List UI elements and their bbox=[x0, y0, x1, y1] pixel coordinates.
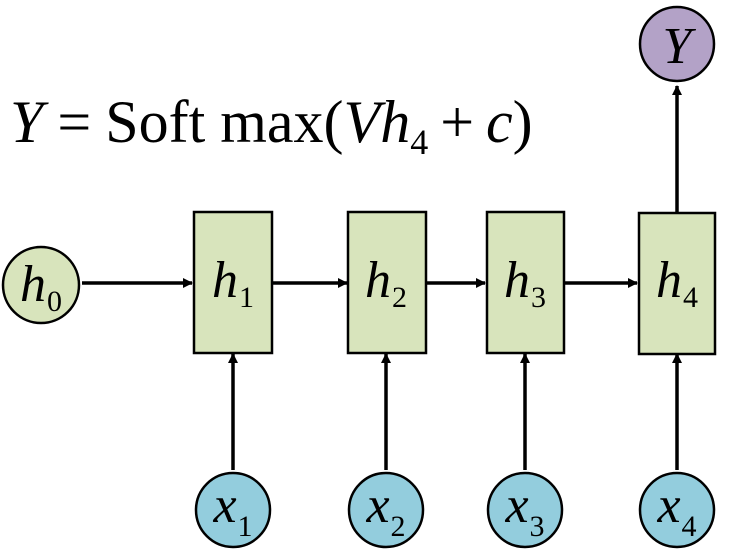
node-x3: x3 bbox=[486, 471, 564, 549]
node-x3-label: x3 bbox=[504, 477, 544, 543]
node-x4: x4 bbox=[638, 471, 716, 549]
node-h0-circle bbox=[1, 245, 81, 325]
node-h4: h4 bbox=[637, 211, 717, 356]
node-x4-circle bbox=[638, 471, 716, 549]
node-h2: h2 bbox=[346, 210, 428, 355]
formula-h-sub: 4 bbox=[410, 122, 428, 162]
node-h2-box bbox=[346, 210, 428, 355]
formula-c: c bbox=[486, 89, 513, 155]
node-h4-label: h4 bbox=[656, 252, 698, 314]
formula-h: h bbox=[380, 89, 410, 155]
formula: Y=Soft max(Vh4 +c) bbox=[10, 89, 533, 162]
node-h1-label: h1 bbox=[212, 252, 254, 314]
node-x2-circle bbox=[347, 471, 425, 549]
node-h2-label: h2 bbox=[365, 252, 407, 314]
node-y-label: Y bbox=[663, 18, 697, 75]
node-h3-label: h3 bbox=[504, 252, 546, 314]
node-h1-box bbox=[192, 210, 274, 355]
node-h0-label: h0 bbox=[20, 256, 62, 318]
node-x4-label: x4 bbox=[656, 477, 696, 543]
node-x1-circle bbox=[194, 471, 272, 549]
node-h0: h0 bbox=[1, 245, 81, 325]
formula-close: ) bbox=[513, 89, 533, 155]
formula-plus: + bbox=[440, 89, 474, 155]
node-h1: h1 bbox=[192, 210, 274, 355]
node-x2: x2 bbox=[347, 471, 425, 549]
formula-func: Soft max( bbox=[105, 89, 343, 155]
node-h3: h3 bbox=[485, 210, 566, 355]
node-x1-label: x1 bbox=[212, 477, 252, 543]
node-y: Y bbox=[638, 5, 716, 83]
node-h3-box bbox=[485, 210, 566, 355]
formula-equals: = bbox=[57, 89, 91, 155]
formula-lhs: Y bbox=[10, 89, 49, 155]
formula-v: V bbox=[344, 89, 387, 155]
node-h4-box bbox=[637, 211, 717, 356]
node-x2-label: x2 bbox=[365, 477, 405, 543]
node-x1: x1 bbox=[194, 471, 272, 549]
node-y-circle bbox=[638, 5, 716, 83]
node-x3-circle bbox=[486, 471, 564, 549]
